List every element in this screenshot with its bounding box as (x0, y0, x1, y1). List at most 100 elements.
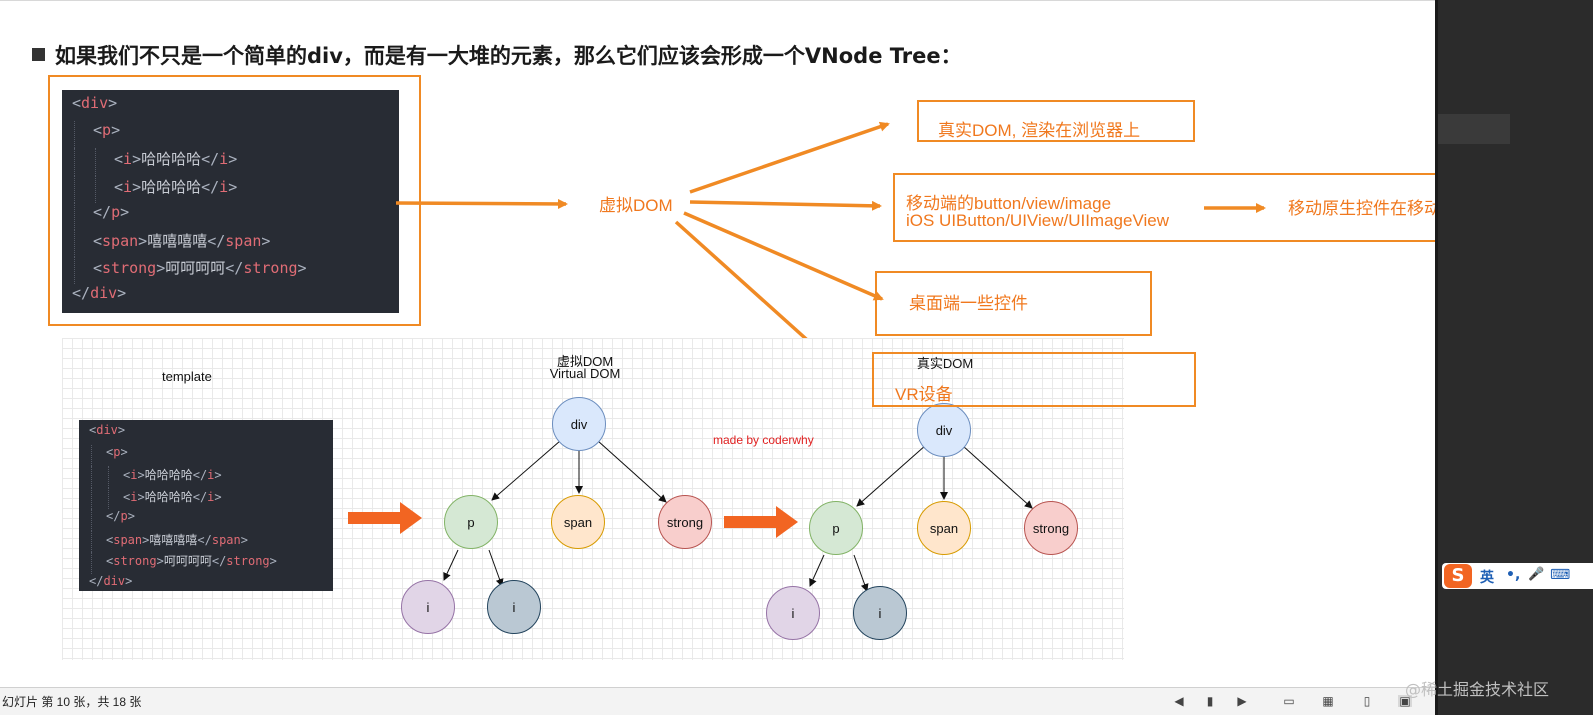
code-line: <p> (106, 445, 128, 459)
code-punctuation: </ (89, 573, 104, 588)
arrow-vdom-to-desktop (683, 211, 884, 301)
code-punctuation: < (106, 444, 114, 459)
notes-icon[interactable]: ▮ (1206, 694, 1214, 708)
code-line: <strong>呵呵呵呵</strong> (106, 552, 277, 569)
real-tree-node-strong: strong (1024, 501, 1078, 555)
ime-language-toggle[interactable]: 英 (1480, 570, 1494, 586)
arrow-vdom-to-real-dom (689, 121, 890, 194)
ime-toolbar[interactable]: S 英 •, 🎤 ⌨ (1442, 563, 1593, 589)
ime-keyboard-icon[interactable]: ⌨ (1550, 567, 1571, 583)
vr-target-text: VR设备 (895, 385, 953, 404)
code-punctuation: > (125, 573, 133, 588)
code-tag-name: strong (113, 554, 157, 568)
code-tag-name: div (103, 573, 126, 588)
code-punctuation: > (132, 150, 142, 169)
slide-sorter-icon[interactable]: ▦ (1322, 694, 1334, 708)
ime-mic-icon[interactable]: 🎤 (1528, 567, 1545, 582)
desktop-target-text: 桌面端一些控件 (909, 294, 1028, 313)
code-tag-name: p (111, 202, 121, 221)
code-punctuation: </ (201, 177, 220, 196)
code-punctuation: > (214, 468, 222, 482)
bullet-square-icon (32, 48, 45, 61)
real-tree-node-p: p (809, 501, 863, 555)
code-tag-name: p (102, 121, 112, 140)
code-line: <span>嘻嘻嘻嘻</span> (106, 531, 248, 548)
code-punctuation: > (156, 554, 164, 568)
code-line: <div> (72, 94, 117, 112)
code-tag-name: i (219, 150, 229, 169)
indent-guide (91, 552, 93, 574)
credit-label: made by coderwhy (713, 433, 814, 447)
code-text: 呵呵呵呵 (165, 259, 226, 278)
code-tag-name: div (90, 284, 118, 303)
code-punctuation: > (137, 468, 145, 482)
code-punctuation: > (156, 259, 166, 278)
code-punctuation: < (93, 232, 103, 250)
code-punctuation: > (127, 509, 135, 523)
code-tag-name: span (211, 532, 241, 547)
code-punctuation: < (123, 468, 131, 482)
real-tree-node-div: div (917, 403, 971, 457)
arrow-code-to-vdom (395, 198, 568, 209)
code-tag-name: i (123, 150, 133, 169)
code-punctuation: > (269, 554, 277, 568)
code-punctuation: </ (106, 509, 121, 523)
vdom-title-line1: 虚拟DOM (556, 354, 614, 369)
code-line: <span>嘻嘻嘻嘻</span> (93, 230, 270, 251)
code-tag-name: i (130, 468, 138, 482)
next-slide-icon[interactable]: ▶ (1237, 694, 1247, 708)
code-line: <i>哈哈哈哈</i> (123, 466, 222, 483)
code-punctuation: > (228, 150, 238, 169)
code-punctuation: </ (192, 468, 208, 482)
code-punctuation: </ (192, 489, 208, 504)
indent-guide (95, 175, 97, 203)
code-punctuation: </ (211, 554, 227, 568)
tree-node-i: i (401, 580, 455, 634)
code-punctuation: < (89, 423, 97, 437)
template-label: template (162, 369, 212, 384)
code-punctuation: > (120, 444, 128, 459)
normal-view-icon[interactable]: ▭ (1283, 694, 1295, 708)
code-punctuation: < (93, 121, 103, 140)
code-punctuation: < (114, 177, 124, 196)
code-punctuation: > (111, 121, 121, 140)
code-punctuation: </ (201, 150, 220, 169)
tree-node-p: p (444, 495, 498, 549)
code-tag-name: i (207, 468, 215, 482)
code-punctuation: < (123, 489, 131, 504)
slideshow-icon[interactable]: ▣ (1398, 694, 1412, 708)
real-dom-target-box (917, 100, 1195, 142)
ime-logo-icon[interactable]: S (1444, 564, 1472, 588)
mobile-native-text: 移动原生控件在移动端显示出来 (1288, 199, 1435, 218)
code-text: 呵呵呵呵 (163, 554, 212, 568)
code-punctuation: > (261, 232, 271, 250)
code-punctuation: </ (225, 259, 244, 278)
indent-guide (91, 466, 93, 488)
code-punctuation: > (138, 232, 148, 250)
tree-node-span: span (551, 495, 605, 549)
reading-view-icon[interactable]: ▯ (1363, 694, 1371, 708)
code-punctuation: > (117, 423, 126, 437)
prev-slide-icon[interactable]: ◀ (1174, 694, 1184, 708)
ime-punctuation-icon[interactable]: •, (1506, 567, 1521, 583)
code-tag-name: strong (102, 259, 157, 278)
code-snippet-large: <div><p><i>哈哈哈哈</i><i>哈哈哈哈</i></p><span>… (62, 90, 399, 313)
vdom-title-line2: Virtual DOM (549, 366, 621, 381)
code-punctuation: < (72, 94, 82, 112)
code-tag-name: strong (226, 554, 270, 568)
panel-separator[interactable] (1435, 0, 1438, 715)
code-line: <p> (93, 121, 120, 139)
code-tag-name: i (207, 489, 215, 504)
indent-guide (74, 148, 76, 176)
code-punctuation: > (228, 177, 238, 196)
code-text: 哈哈哈哈 (141, 150, 202, 169)
code-punctuation: > (240, 532, 248, 547)
real-dom-target-text: 真实DOM, 渲染在浏览器上 (938, 121, 1141, 140)
code-punctuation: > (137, 489, 145, 504)
indent-guide (74, 202, 76, 230)
tree-node-div: div (552, 397, 606, 451)
code-punctuation: > (142, 532, 150, 547)
code-text: 哈哈哈哈 (141, 177, 202, 196)
code-punctuation: </ (207, 232, 226, 250)
arrow-vdom-to-mobile (689, 200, 882, 211)
